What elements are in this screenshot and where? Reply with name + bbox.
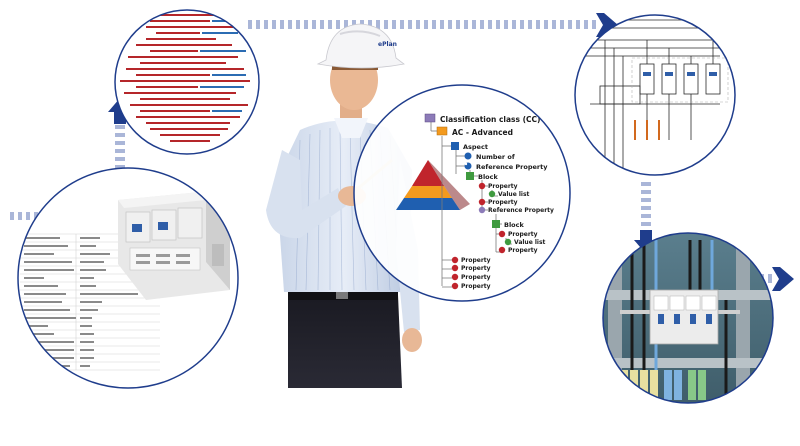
arrow-down-into-cabinet	[634, 230, 658, 254]
tree-node-property-3: Property	[498, 230, 538, 238]
svg-text:Property: Property	[488, 183, 518, 190]
xml-code-lines	[120, 14, 250, 142]
xml-code-circle	[114, 9, 260, 155]
cabinet-render	[603, 233, 773, 403]
svg-text:Reference Property: Reference Property	[476, 163, 548, 171]
svg-text:Value list: Value list	[514, 239, 546, 246]
svg-text:Property: Property	[461, 265, 491, 272]
tree-node-value-list-1: Value list	[488, 190, 530, 198]
schematic-circle	[574, 14, 736, 176]
svg-text:Block: Block	[504, 221, 525, 229]
svg-text:Property: Property	[461, 283, 491, 290]
svg-text:Property: Property	[461, 257, 491, 264]
svg-text:Reference Property: Reference Property	[488, 207, 554, 214]
dotted-trail-product-to-xml	[115, 125, 125, 169]
hard-hat	[316, 23, 405, 69]
dotted-trail-xml-to-schematic	[248, 20, 596, 29]
classification-tree-circle: Classification class (CC) AC - Advanced …	[353, 84, 571, 302]
tree-node-property-6: Property	[451, 264, 491, 272]
svg-text:Aspect: Aspect	[463, 143, 488, 151]
tree-node-reference-property-2: Reference Property	[478, 206, 554, 214]
tree-node-property-2: Property	[478, 198, 518, 206]
arrow-right-out-of-cabinet	[772, 267, 794, 291]
svg-text:AC - Advanced: AC - Advanced	[452, 128, 513, 137]
tree-node-property-7: Property	[451, 273, 491, 281]
tree-node-root: Classification class (CC)	[424, 113, 540, 124]
svg-text:Number of: Number of	[476, 153, 515, 161]
tree-node-property-8: Property	[451, 282, 491, 290]
arrow-right-into-schematic	[596, 13, 618, 37]
svg-text:Block: Block	[478, 173, 499, 181]
svg-text:Property: Property	[508, 247, 538, 254]
cabinet-circle	[602, 232, 774, 404]
product-datasheet-circle	[17, 167, 239, 389]
hard-hat-logo: ePlan	[378, 41, 397, 48]
tree-node-property-5: Property	[451, 256, 491, 264]
tree-node-block-1: Block	[466, 172, 499, 181]
tree-node-property-1: Property	[478, 182, 518, 190]
pyramid-icon	[396, 160, 470, 210]
tree-node-advanced: AC - Advanced	[436, 126, 513, 137]
dotted-trail-schematic-to-cabinet	[641, 182, 651, 226]
svg-text:Property: Property	[461, 274, 491, 281]
tree-node-block-2: Block	[492, 220, 525, 229]
tree-node-property-4: Property	[498, 246, 538, 254]
engineer-left-arm	[266, 150, 346, 239]
tree-node-reference-property-1: Reference Property	[464, 162, 548, 171]
svg-text:Property: Property	[488, 199, 518, 206]
tree-node-aspect: Aspect	[451, 142, 488, 151]
svg-text:Classification class (CC): Classification class (CC)	[440, 115, 540, 124]
svg-text:Value list: Value list	[498, 191, 530, 198]
svg-text:Property: Property	[508, 231, 538, 238]
tree-node-number-of: Number of	[464, 152, 515, 161]
engineer-trousers	[288, 295, 402, 388]
product-device-image	[118, 192, 230, 300]
schematic-drawing	[585, 19, 729, 170]
tree-node-value-list-2: Value list	[504, 238, 546, 246]
